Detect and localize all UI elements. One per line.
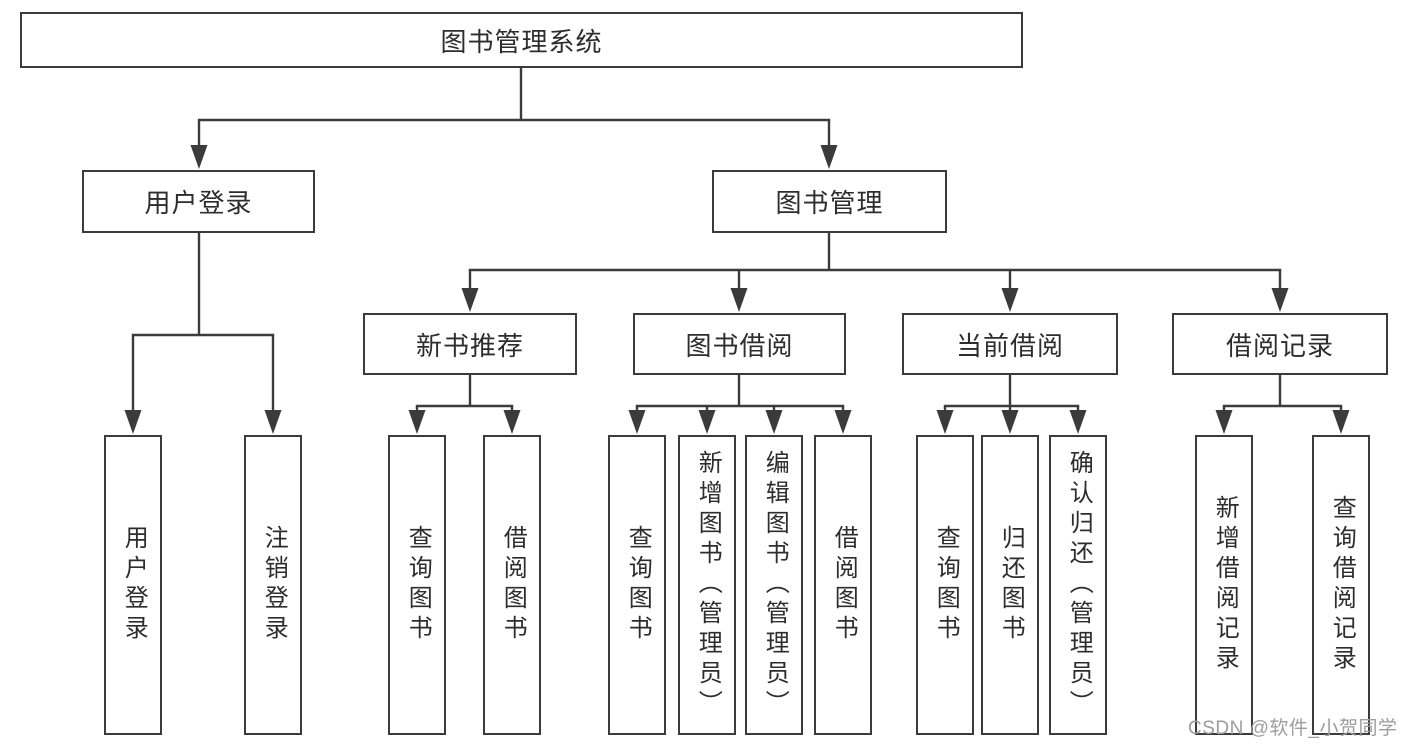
leaf-borrow-books-recommend: 借阅图书: [483, 435, 541, 735]
node-book-management: 图书管理: [712, 170, 947, 233]
leaf-query-borrow-record: 查询借阅记录: [1312, 435, 1370, 735]
leaf-query-books-current: 查询图书: [916, 435, 974, 735]
watermark: CSDN @软件_小贺同学: [1188, 718, 1398, 739]
arrowhead-down-icon: [1271, 288, 1289, 312]
arrowhead-down-icon: [698, 410, 716, 434]
node-user-login-label: 用户登录: [144, 188, 253, 218]
arrowhead-down-icon: [730, 288, 748, 312]
leaf-query-books-recommend: 查询图书: [388, 435, 446, 735]
node-new-book-recommend: 新书推荐: [363, 313, 577, 375]
arrowhead-down-icon: [765, 410, 783, 434]
arrowhead-down-icon: [461, 288, 479, 312]
arrowhead-down-icon: [820, 145, 838, 169]
arrowhead-down-icon: [190, 145, 208, 169]
node-current-borrowing-label: 当前借阅: [955, 330, 1064, 361]
arrowhead-down-icon: [1332, 410, 1350, 434]
node-user-login: 用户登录: [82, 170, 315, 233]
leaf-query-books-recommend-label: 查询图书: [404, 525, 432, 645]
leaf-add-book-admin-label: 新增图书（管理员）: [694, 450, 722, 720]
leaf-user-login-label: 用户登录: [120, 525, 148, 645]
leaf-query-books-borrowing: 查询图书: [608, 435, 666, 735]
leaf-query-books-current-label: 查询图书: [932, 525, 960, 645]
arrowhead-down-icon: [124, 410, 142, 434]
leaf-user-login: 用户登录: [104, 435, 162, 735]
leaf-logout: 注销登录: [244, 435, 302, 735]
leaf-borrow-books-recommend-label: 借阅图书: [499, 525, 527, 645]
arrowhead-down-icon: [1001, 288, 1019, 312]
node-book-borrowing-label: 图书借阅: [685, 330, 794, 361]
leaf-confirm-return-admin: 确认归还（管理员）: [1049, 435, 1107, 735]
leaf-logout-label: 注销登录: [260, 525, 288, 645]
node-new-book-recommend-label: 新书推荐: [415, 330, 524, 361]
leaf-return-books: 归还图书: [981, 435, 1039, 735]
arrowhead-down-icon: [834, 410, 852, 434]
node-book-borrowing: 图书借阅: [633, 313, 846, 375]
leaf-add-borrow-record-label: 新增借阅记录: [1211, 495, 1239, 675]
arrowhead-down-icon: [628, 410, 646, 434]
node-borrowing-records: 借阅记录: [1172, 313, 1388, 375]
leaf-query-books-borrowing-label: 查询图书: [624, 525, 652, 645]
leaf-edit-book-admin: 编辑图书（管理员）: [745, 435, 803, 735]
leaf-add-borrow-record: 新增借阅记录: [1195, 435, 1253, 735]
node-current-borrowing: 当前借阅: [902, 313, 1118, 375]
node-root-label: 图书管理系统: [440, 26, 603, 57]
arrowhead-down-icon: [1069, 410, 1087, 434]
node-borrowing-records-label: 借阅记录: [1225, 330, 1334, 361]
arrowhead-down-icon: [264, 410, 282, 434]
leaf-borrow-books-label: 借阅图书: [830, 525, 858, 645]
node-book-management-label: 图书管理: [775, 188, 884, 218]
node-root: 图书管理系统: [20, 12, 1023, 68]
leaf-add-book-admin: 新增图书（管理员）: [678, 435, 736, 735]
leaf-confirm-return-admin-label: 确认归还（管理员）: [1065, 450, 1093, 720]
arrowhead-down-icon: [936, 410, 954, 434]
arrowhead-down-icon: [1215, 410, 1233, 434]
leaf-edit-book-admin-label: 编辑图书（管理员）: [761, 450, 789, 720]
arrowhead-down-icon: [503, 410, 521, 434]
leaf-borrow-books: 借阅图书: [814, 435, 872, 735]
leaf-return-books-label: 归还图书: [997, 525, 1025, 645]
arrowhead-down-icon: [408, 410, 426, 434]
arrowhead-down-icon: [1001, 410, 1019, 434]
leaf-query-borrow-record-label: 查询借阅记录: [1328, 495, 1356, 675]
